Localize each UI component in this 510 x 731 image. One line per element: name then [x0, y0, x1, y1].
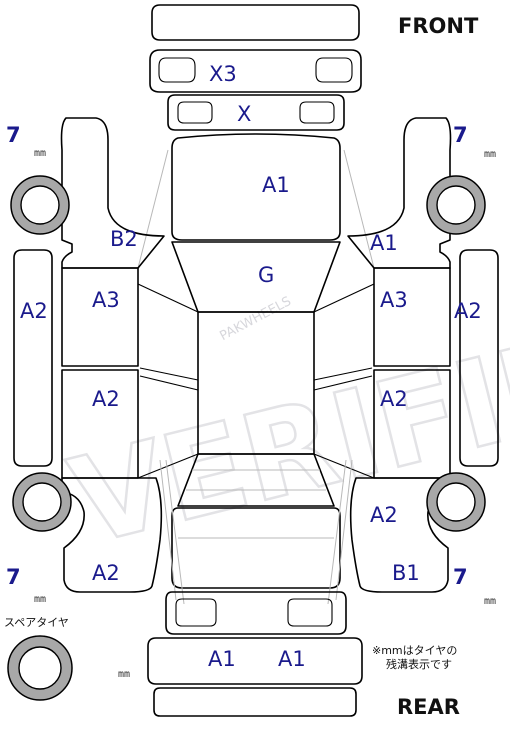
- right-quarter: A2 B1: [349, 477, 451, 593]
- watermark-brand: PAKWHEELS: [217, 294, 293, 344]
- tire-front-left-unit: mm: [34, 148, 46, 159]
- spare-tire: スペアタイヤ mm: [4, 616, 130, 701]
- rear-heading: REAR: [397, 695, 460, 719]
- spare-tire-unit: mm: [118, 669, 130, 680]
- right-front-door: A3: [373, 267, 451, 367]
- right-quarter-lower-code: B1: [392, 561, 420, 585]
- windshield: G: [171, 241, 341, 313]
- left-front-door: A3: [61, 267, 139, 367]
- left-quarter-code: A2: [92, 561, 120, 585]
- left-side-sill-code: A2: [20, 299, 48, 323]
- right-quarter-upper-code: A2: [370, 503, 398, 527]
- watermark: VERIFIED PAKWHEELS: [57, 287, 510, 574]
- hood: A1: [171, 133, 341, 241]
- front-bumper: X3: [149, 4, 362, 93]
- tire-rear-left: 7 mm: [6, 472, 72, 605]
- tire-rear-right-depth: 7: [453, 565, 468, 589]
- tire-front-left: 7 mm: [6, 123, 70, 235]
- left-fender-code: B2: [110, 227, 138, 251]
- tread-note: ※mmはタイヤの 残溝表示です: [372, 644, 457, 671]
- tire-front-right: 7 mm: [426, 123, 496, 235]
- front-heading: FRONT: [398, 14, 479, 38]
- hood-code: A1: [262, 173, 290, 197]
- roof-code: G: [258, 263, 274, 287]
- left-rear-door-code: A2: [92, 387, 120, 411]
- right-fender-code: A1: [370, 231, 398, 255]
- rear-window: [177, 453, 335, 507]
- spare-tire-label: スペアタイヤ: [4, 616, 69, 629]
- left-quarter: A2: [61, 477, 163, 593]
- rear-bumper-right-code: A1: [278, 647, 306, 671]
- right-front-door-code: A3: [380, 288, 408, 312]
- left-front-door-code: A3: [92, 288, 120, 312]
- tread-note-line2: 残溝表示です: [386, 657, 452, 671]
- tire-rear-left-depth: 7: [6, 565, 21, 589]
- right-rear-door-code: A2: [380, 387, 408, 411]
- tire-front-right-unit: mm: [484, 149, 496, 160]
- front-bumper-code: X3: [209, 62, 237, 86]
- left-fender: B2: [60, 117, 165, 269]
- rear-valance: [153, 687, 357, 717]
- rear-bumper: A1 A1: [147, 637, 363, 685]
- rear-panel: [165, 591, 347, 635]
- left-side-sill: A2: [13, 249, 53, 467]
- tire-front-right-depth: 7: [453, 123, 468, 147]
- tire-rear-right: 7 mm: [426, 472, 496, 607]
- grille-code: X: [237, 102, 251, 126]
- right-side-sill: A2: [454, 249, 499, 467]
- tread-note-line1: ※mmはタイヤの: [372, 644, 457, 657]
- tire-front-left-depth: 7: [6, 123, 21, 147]
- watermark-stamp: VERIFIED: [59, 288, 510, 573]
- tire-rear-right-unit: mm: [484, 596, 496, 607]
- tire-rear-left-unit: mm: [34, 594, 46, 605]
- body-lines: [137, 149, 375, 605]
- rear-bumper-left-code: A1: [208, 647, 236, 671]
- right-side-sill-code: A2: [454, 299, 482, 323]
- grille: X: [167, 94, 345, 131]
